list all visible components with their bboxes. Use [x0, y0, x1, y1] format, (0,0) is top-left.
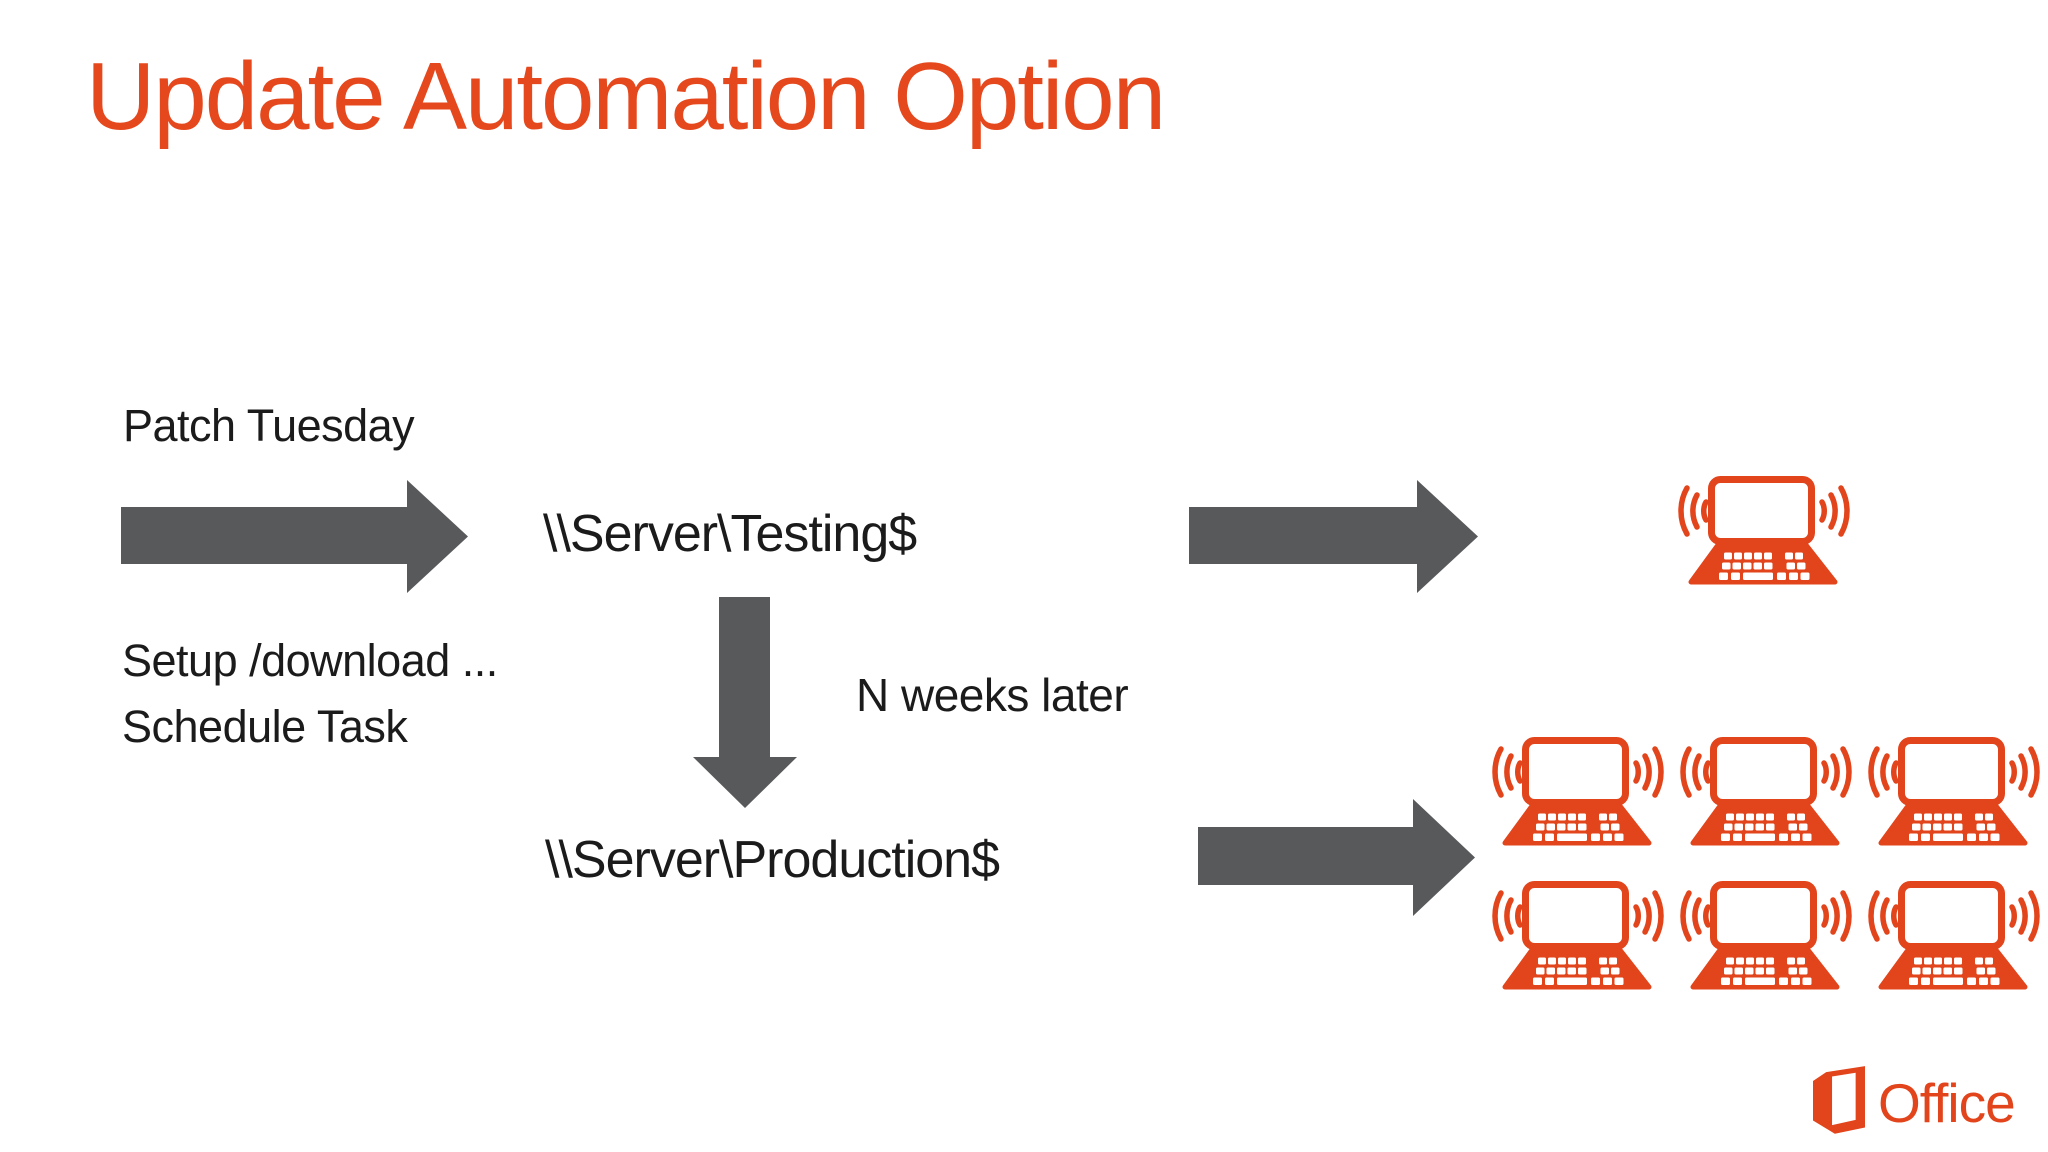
laptop-icon — [1680, 881, 1852, 993]
laptop-icon — [1868, 881, 2040, 993]
office-logo-icon — [1813, 1066, 1865, 1134]
label-patch-tuesday: Patch Tuesday — [123, 400, 415, 451]
label-testing-share: \\Server\Testing$ — [543, 505, 917, 563]
arrow-down-icon — [693, 597, 797, 808]
label-setup-task: Setup /download ... Schedule Task — [122, 628, 498, 760]
office-logo: Office — [1813, 1066, 2016, 1136]
label-n-weeks-later: N weeks later — [856, 669, 1129, 721]
laptop-icon — [1492, 881, 1664, 993]
page-title: Update Automation Option — [86, 43, 1166, 150]
arrow-right-icon — [1189, 480, 1478, 593]
laptop-icon — [1678, 476, 1850, 588]
label-setup-line2: Schedule Task — [122, 701, 408, 752]
laptop-icon — [1868, 737, 2040, 849]
production-clients-grid — [1492, 737, 2040, 993]
label-production-share: \\Server\Production$ — [545, 831, 1000, 889]
arrow-right-icon — [1198, 799, 1475, 916]
arrow-right-icon — [121, 480, 468, 593]
label-setup-line1: Setup /download ... — [122, 635, 498, 686]
office-logo-text: Office — [1878, 1071, 2016, 1134]
laptop-icon — [1492, 737, 1664, 849]
laptop-icon — [1680, 737, 1852, 849]
